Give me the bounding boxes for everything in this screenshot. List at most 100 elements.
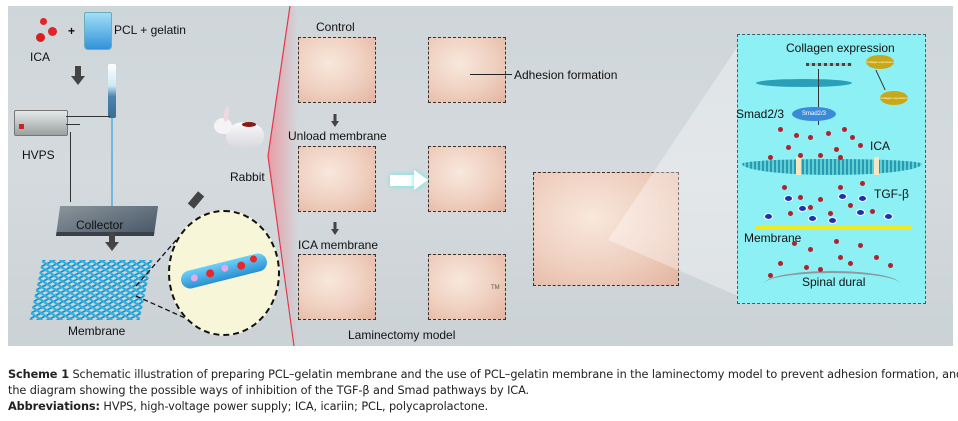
- cell-membrane-icon: [742, 159, 922, 175]
- collagen-badge: Collagen expression: [880, 91, 908, 105]
- adhesion-formation-label: Adhesion formation: [514, 68, 618, 82]
- collagen-badge-link: [875, 69, 886, 91]
- ica-particle: [834, 239, 839, 244]
- scheme-text-cont: the diagram showing the possible ways of…: [8, 384, 530, 397]
- tissue-unload-result-image: [428, 146, 506, 212]
- pathway-panel: Collagen expression Collagen expression …: [736, 34, 926, 304]
- abbreviations-label: Abbreviations:: [8, 400, 100, 413]
- tgf-beta-particle: [838, 193, 847, 200]
- down-arrow-icon: [330, 114, 340, 128]
- ica-particle: [826, 131, 831, 136]
- receptor-icon: [874, 157, 879, 175]
- ica-particle: [798, 195, 803, 200]
- plus-sign: +: [68, 24, 76, 38]
- wire: [66, 116, 110, 117]
- scheme-text: Schematic illustration of preparing PCL–…: [68, 368, 958, 381]
- collagen-badge: Collagen expression: [866, 55, 894, 69]
- ica-particle: [858, 243, 863, 248]
- down-arrow-icon: [330, 222, 340, 236]
- ica-particle: [838, 255, 843, 260]
- tgf-beta-particle: [798, 205, 807, 212]
- ica-particle: [782, 185, 787, 190]
- smad-badge: Smad2/3: [792, 107, 836, 121]
- ica-particle: [834, 147, 839, 152]
- red-beam: [267, 6, 298, 346]
- collector-label: Collector: [76, 218, 124, 232]
- adhesion-pointer-line: [470, 74, 512, 75]
- unload-membrane-label: Unload membrane: [288, 129, 387, 143]
- tissue-unload-image: [298, 146, 376, 212]
- tgf-beta-particle: [858, 195, 867, 202]
- ica-membrane-label: ICA membrane: [298, 238, 379, 252]
- spinal-dural-arc: [764, 271, 900, 297]
- ica-particle: [794, 133, 799, 138]
- zoom-light-beam: [608, 46, 738, 296]
- ica-particle: [838, 155, 843, 160]
- ica-label: ICA: [870, 139, 891, 153]
- receptor-icon: [796, 157, 801, 175]
- tgf-beta-particle: [884, 213, 893, 220]
- scheme-figure: ICA + PCL + gelatin HVPS Collector Membr…: [8, 6, 953, 346]
- smad-label: Smad2/3: [736, 107, 785, 121]
- pcl-gelatin-label: PCL + gelatin: [114, 23, 186, 37]
- tissue-large-image: [533, 172, 679, 286]
- ica-particle: [848, 261, 853, 266]
- ica-particle: [842, 127, 847, 132]
- fiber-zoom-circle: [168, 210, 280, 336]
- hvps-device-icon: [14, 110, 68, 136]
- ica-particle: [888, 263, 893, 268]
- ica-particle: [788, 211, 793, 216]
- collagen-expression-label: Collagen expression: [786, 41, 895, 55]
- tissue-ica-result-image: TM: [428, 254, 506, 320]
- caption-line-2: the diagram showing the possible ways of…: [8, 384, 529, 397]
- tissue-control-image: [298, 37, 376, 103]
- caption-line-1: Scheme 1 Schematic illustration of prepa…: [8, 368, 958, 381]
- down-arrow-icon: [70, 66, 86, 86]
- ica-particle: [808, 205, 813, 210]
- rabbit-icon: [214, 105, 266, 154]
- tgf-beta-particle: [828, 217, 837, 224]
- tgf-beta-particle: [856, 209, 865, 216]
- ica-particle: [778, 261, 783, 266]
- wire-vertical: [70, 132, 71, 202]
- wire-ground: [66, 124, 80, 125]
- ica-particle: [860, 181, 865, 186]
- ica-particle: [828, 211, 833, 216]
- ica-particle: [870, 209, 875, 214]
- ica-particle: [778, 127, 783, 132]
- membrane-label: Membrane: [68, 324, 126, 338]
- nucleus-membrane-icon: [756, 79, 852, 87]
- ica-particle: [768, 155, 773, 160]
- ica-particle: [808, 247, 813, 252]
- tgf-beta-particle: [784, 195, 793, 202]
- ica-particle: [804, 265, 809, 270]
- right-arrow-icon: [390, 170, 430, 190]
- hvps-label: HVPS: [22, 148, 55, 162]
- down-arrow-icon: [104, 232, 120, 252]
- ica-particle: [818, 153, 823, 158]
- ica-particle: [792, 241, 797, 246]
- beaker-icon: [84, 12, 112, 50]
- spinal-dural-label: Spinal dural: [802, 275, 866, 289]
- tgf-beta-label: TGF-β: [874, 187, 909, 201]
- tissue-ica-image: [298, 254, 376, 320]
- ica-particle: [818, 267, 823, 272]
- tm-mark: TM: [491, 285, 500, 291]
- tgf-beta-particle: [764, 213, 773, 220]
- membrane-bar: [756, 225, 912, 230]
- jet-line: [111, 118, 113, 208]
- ica-particle: [850, 135, 855, 140]
- ica-particle: [798, 153, 803, 158]
- arrow-up-line: [818, 69, 819, 125]
- ica-particle: [874, 255, 879, 260]
- ica-particles-icon: [34, 16, 62, 46]
- ica-particle: [818, 197, 823, 202]
- ica-particle: [768, 273, 773, 278]
- ica-particle: [848, 203, 853, 208]
- caption-line-3: Abbreviations: HVPS, high-voltage power …: [8, 400, 488, 413]
- rabbit-label: Rabbit: [230, 170, 265, 184]
- tgf-beta-particle: [808, 215, 817, 222]
- ica-particle: [808, 135, 813, 140]
- tissue-adhesion-image: [428, 37, 506, 103]
- syringe-icon: [108, 64, 116, 118]
